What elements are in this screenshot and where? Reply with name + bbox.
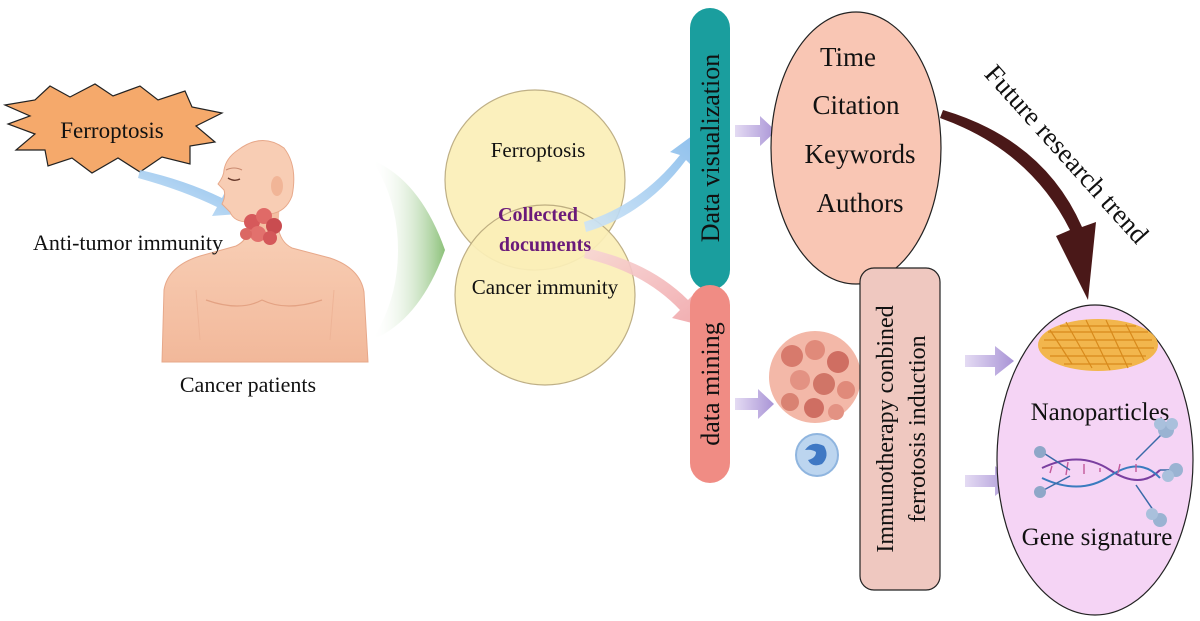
gene-signature-icon xyxy=(1034,418,1183,527)
mining-box-line-1: Immunotherapy conbined xyxy=(873,305,899,552)
mining-result-box: Immunotherapy conbined ferrotosis induct… xyxy=(859,267,941,591)
tumor-cell-cluster-icon xyxy=(769,331,861,423)
gene-signature-label: Gene signature xyxy=(1022,524,1173,551)
patient-figure: Anti-tumor immunity Cancer patients xyxy=(33,140,369,397)
burst-shape xyxy=(2,83,224,174)
viz-item-keywords: Keywords xyxy=(805,139,916,169)
burst-to-patient-arrow xyxy=(138,170,238,216)
data-visualization-label: Data visualization xyxy=(696,54,725,242)
burst-label: Ferroptosis xyxy=(60,118,164,143)
overlap-line-2: documents xyxy=(499,234,591,256)
small-arrow-mining xyxy=(735,389,774,419)
data-mining-label: data mining xyxy=(696,322,725,445)
outcome-oval: Nanoparticles Gene signature xyxy=(996,304,1194,616)
nanoparticle-icon xyxy=(1038,319,1158,371)
data-visualization-pill: Data visualization xyxy=(690,8,730,290)
patient-caption: Cancer patients xyxy=(180,372,316,397)
venn-top-label: Ferroptosis xyxy=(491,138,586,162)
viz-item-authors: Authors xyxy=(817,188,904,218)
mining-box-line-2: ferrotosis induction xyxy=(905,335,931,522)
nanoparticles-label: Nanoparticles xyxy=(1031,399,1170,426)
venn-bottom-label: Cancer immunity xyxy=(472,275,619,299)
visualization-items-oval: Time Citation Keywords Authors xyxy=(770,11,942,285)
big-green-arrow xyxy=(372,160,445,340)
overlap-line-1: Collected xyxy=(498,204,578,226)
data-mining-pill: data mining xyxy=(690,285,730,483)
future-trend-arrow xyxy=(940,110,1096,300)
patient-head xyxy=(217,140,295,223)
ferroptosis-burst: Ferroptosis xyxy=(2,83,224,174)
arrow-to-visualization xyxy=(584,130,700,232)
small-arrow-to-nanoparticles xyxy=(965,346,1014,376)
viz-item-citation: Citation xyxy=(813,90,900,120)
immune-cell-icon xyxy=(795,433,839,477)
tumor-cluster xyxy=(240,208,282,245)
viz-item-time: Time xyxy=(820,42,876,72)
immunity-label: Anti-tumor immunity xyxy=(33,230,223,255)
small-arrow-viz xyxy=(735,116,776,146)
